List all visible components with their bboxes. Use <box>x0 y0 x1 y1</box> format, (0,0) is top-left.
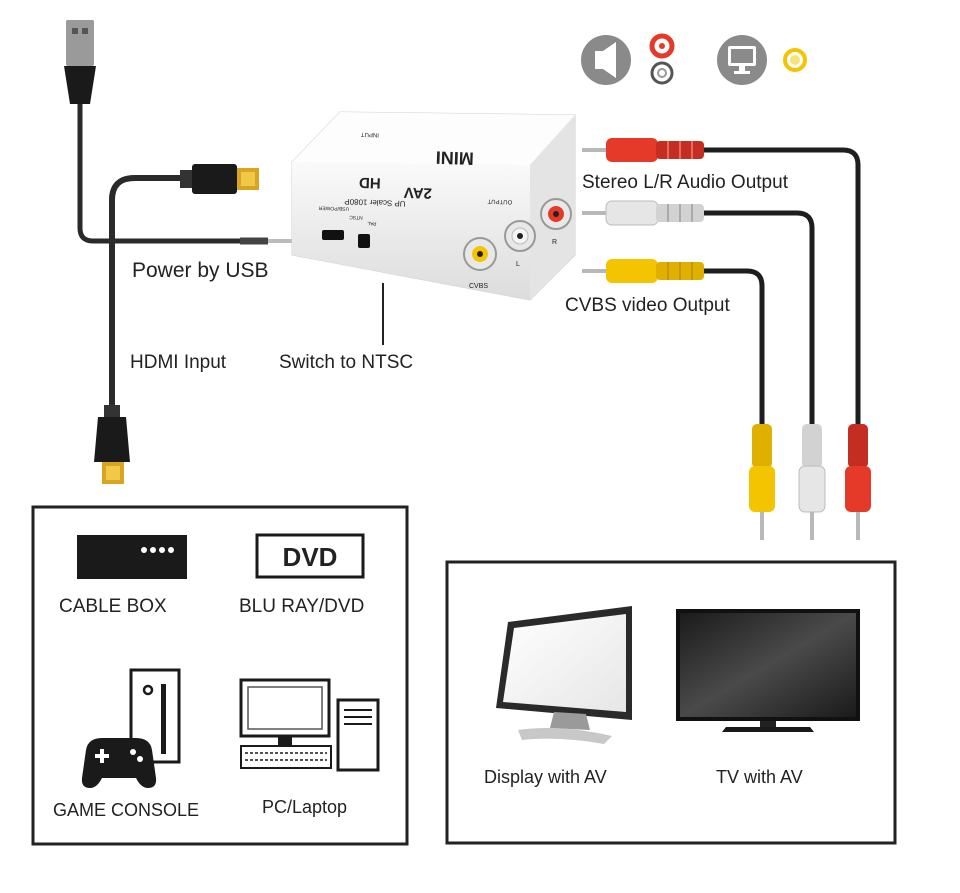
label-video-output: CVBS video Output <box>565 295 730 316</box>
audio-r-jack <box>540 198 572 230</box>
white-audio-cable <box>702 210 815 430</box>
label-display-with-av: Display with AV <box>484 767 607 787</box>
device-brand: MINI <box>435 147 474 168</box>
usb-power-cable <box>77 100 292 245</box>
ntsc-pal-switch <box>358 234 370 248</box>
displays-panel <box>445 560 897 845</box>
device-model-2av: 2AV <box>404 184 433 202</box>
rca-plug-red-top <box>582 138 704 162</box>
rca-plug-yellow-bottom <box>749 424 775 540</box>
device-l-tag: L <box>516 261 520 268</box>
computer-monitor-icon <box>496 606 632 744</box>
cvbs-jack <box>463 237 497 271</box>
audio-jack-indicator-white <box>650 61 674 85</box>
label-audio-output: Stereo L/R Audio Output <box>582 172 789 193</box>
label-power-by-usb: Power by USB <box>132 259 269 282</box>
device-model-hd: HD <box>359 174 381 192</box>
converter-box <box>291 111 576 301</box>
label-blu-ray-dvd: BLU RAY/DVD <box>239 596 364 617</box>
device-subtitle: UP Scaler 1080P <box>344 197 406 208</box>
audio-l-jack <box>504 220 536 252</box>
red-audio-cable <box>702 147 861 430</box>
label-game-console: GAME CONSOLE <box>53 800 199 820</box>
label-switch-to-ntsc: Switch to NTSC <box>279 352 413 373</box>
rca-plug-yellow-top <box>582 259 704 283</box>
cable-box-icon <box>77 535 187 579</box>
usb-plug-icon <box>64 20 96 104</box>
hdmi-plug-icon <box>180 164 259 194</box>
device-output-tag: OUTPUT <box>487 198 512 205</box>
label-pc-laptop: PC/Laptop <box>262 797 347 817</box>
usb-power-port <box>322 230 344 240</box>
rca-plug-white-bottom <box>798 424 826 540</box>
monitor-icon <box>717 35 767 85</box>
audio-jack-indicator-red <box>649 33 675 59</box>
dvd-logo-text: DVD <box>283 542 338 572</box>
device-pal-tag: PAL <box>367 220 377 226</box>
tv-icon <box>676 609 860 732</box>
label-tv-with-av: TV with AV <box>716 767 803 787</box>
dvd-logo-icon <box>255 533 365 579</box>
speaker-icon <box>581 35 631 85</box>
yellow-video-cable <box>702 268 765 430</box>
gamepad-icon <box>81 738 157 788</box>
source-devices-panel <box>31 505 409 846</box>
video-jack-indicator-yellow <box>783 48 807 72</box>
device-input-tag: INPUT <box>361 131 380 138</box>
device-cvbs-tag: CVBS <box>469 283 488 290</box>
pc-icon <box>239 678 380 772</box>
hdmi-input-plug-icon <box>94 405 130 484</box>
rca-plug-red-bottom <box>845 424 871 540</box>
label-hdmi-input: HDMI Input <box>130 352 227 373</box>
device-ntsc-tag: NTSC <box>349 214 363 220</box>
rca-plug-white-top <box>582 200 704 226</box>
device-r-tag: R <box>552 239 557 246</box>
device-usb-power-tag: USB/POWER <box>318 204 349 211</box>
label-cable-box: CABLE BOX <box>59 596 167 617</box>
hdmi-cable <box>109 175 200 410</box>
